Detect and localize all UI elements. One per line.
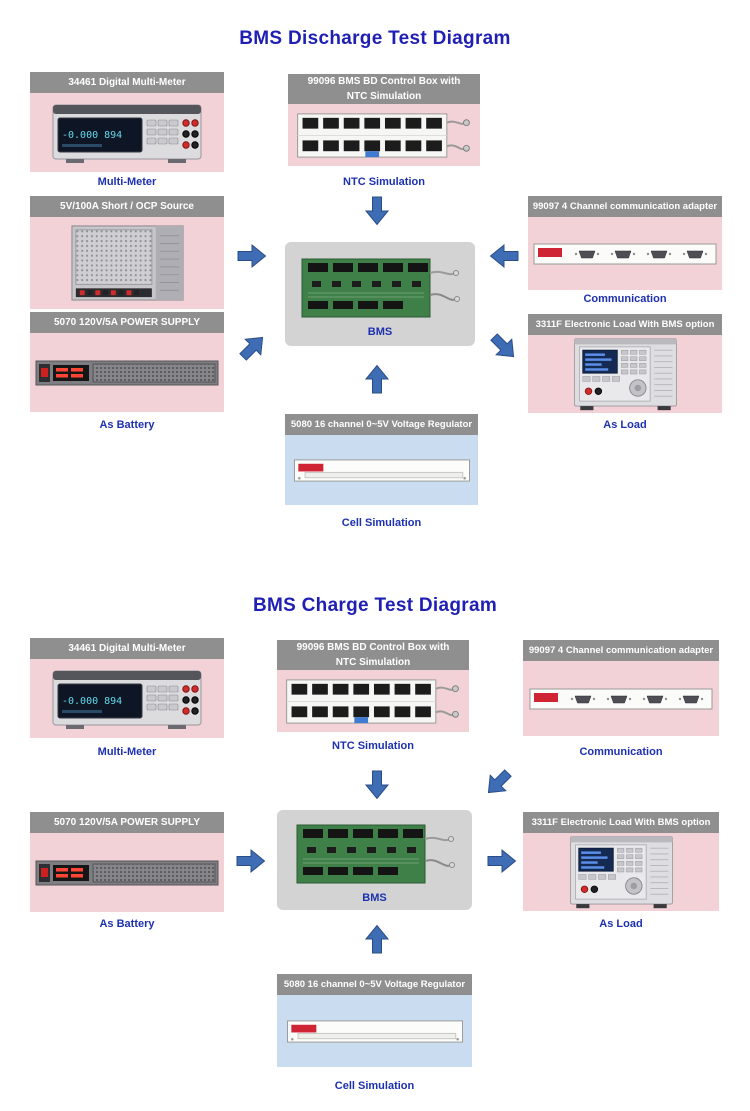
multimeter-image: [52, 102, 202, 164]
load-header: 3311F Electronic Load With BMS option: [528, 314, 722, 335]
card-battery-charge: 5070 120V/5A POWER SUPPLY: [30, 812, 224, 912]
power-supply-image: [35, 858, 219, 888]
multimeter-header: 34461 Digital Multi-Meter: [30, 638, 224, 659]
card-multimeter-charge: 34461 Digital Multi-Meter: [30, 638, 224, 738]
card-ntc-discharge: 99096 BMS BD Control Box with NTC Simula…: [288, 74, 480, 166]
comm-header: 99097 4 Channel communication adapter: [523, 640, 719, 661]
comm-adapter-image: [529, 685, 713, 713]
ntc-board-image: [296, 109, 472, 162]
arrow-battery-to-bms-discharge: [233, 327, 273, 367]
arrow-comm-to-bms-charge: [478, 763, 518, 803]
card-comm-charge: 99097 4 Channel communication adapter: [523, 640, 719, 736]
cellsim-header: 5080 16 channel 0~5V Voltage Regulator: [277, 974, 472, 995]
card-load-discharge: 3311F Electronic Load With BMS option: [528, 314, 722, 413]
ntc-board-image: [285, 675, 461, 728]
arrow-cellsim-to-bms-charge: [364, 924, 390, 954]
bms-label-charge: BMS: [362, 891, 387, 904]
card-bms-charge: BMS: [277, 810, 472, 910]
arrow-ntc-to-bms-discharge: [364, 196, 390, 226]
comm-header: 99097 4 Channel communication adapter: [528, 196, 722, 217]
caption-comm-charge: Communication: [579, 746, 663, 758]
card-battery-discharge: 5070 120V/5A POWER SUPPLY: [30, 312, 224, 412]
bms-board-image: [300, 251, 460, 323]
card-ocp-discharge: 5V/100A Short / OCP Source: [30, 196, 224, 309]
caption-ntc-charge: NTC Simulation: [332, 740, 414, 752]
comm-adapter-image: [533, 240, 717, 268]
load-body: [523, 833, 719, 911]
caption-comm-discharge: Communication: [583, 293, 667, 305]
card-load-charge: 3311F Electronic Load With BMS option: [523, 812, 719, 911]
power-supply-image: [35, 358, 219, 388]
battery-header: 5070 120V/5A POWER SUPPLY: [30, 812, 224, 833]
ntc-body: [277, 670, 469, 732]
cellsim-header: 5080 16 channel 0~5V Voltage Regulator: [285, 414, 478, 435]
ntc-header: 99096 BMS BD Control Box with NTC Simula…: [288, 74, 480, 104]
card-bms-discharge: BMS: [285, 242, 475, 346]
card-multimeter-discharge: 34461 Digital Multi-Meter: [30, 72, 224, 172]
arrow-cellsim-to-bms-discharge: [364, 364, 390, 394]
arrow-bms-to-load-discharge: [484, 327, 524, 367]
arrow-bms-to-load-charge: [487, 848, 517, 874]
cellsim-body: [285, 435, 478, 505]
caption-ntc-discharge: NTC Simulation: [343, 176, 425, 188]
caption-multimeter-charge: Multi-Meter: [97, 746, 157, 758]
caption-battery-charge: As Battery: [99, 918, 155, 930]
battery-body: [30, 833, 224, 912]
ocp-header: 5V/100A Short / OCP Source: [30, 196, 224, 217]
card-comm-discharge: 99097 4 Channel communication adapter: [528, 196, 722, 290]
arrow-ocp-to-bms-discharge: [237, 243, 267, 269]
comm-body: [528, 217, 722, 290]
electronic-load-image: [568, 835, 675, 909]
card-ntc-charge: 99096 BMS BD Control Box with NTC Simula…: [277, 640, 469, 732]
multimeter-body: [30, 93, 224, 172]
load-body: [528, 335, 722, 413]
charge-title: BMS Charge Test Diagram: [252, 595, 498, 616]
card-cellsim-charge: 5080 16 channel 0~5V Voltage Regulator: [277, 974, 472, 1067]
caption-load-charge: As Load: [599, 918, 643, 930]
battery-header: 5070 120V/5A POWER SUPPLY: [30, 312, 224, 333]
voltage-regulator-image: [292, 458, 472, 483]
arrow-ntc-to-bms-charge: [364, 770, 390, 800]
caption-load-discharge: As Load: [603, 419, 647, 431]
bms-board-image: [295, 817, 455, 889]
multimeter-image: [52, 668, 202, 730]
caption-cellsim-discharge: Cell Simulation: [341, 517, 422, 529]
caption-cellsim-charge: Cell Simulation: [334, 1080, 415, 1092]
discharge-title: BMS Discharge Test Diagram: [239, 28, 511, 49]
voltage-regulator-image: [285, 1019, 465, 1044]
cellsim-body: [277, 995, 472, 1067]
card-cellsim-discharge: 5080 16 channel 0~5V Voltage Regulator: [285, 414, 478, 505]
multimeter-body: [30, 659, 224, 738]
bms-label-discharge: BMS: [367, 325, 393, 338]
ntc-body: [288, 104, 480, 166]
battery-body: [30, 333, 224, 412]
multimeter-header: 34461 Digital Multi-Meter: [30, 72, 224, 93]
electronic-load-image: [572, 337, 679, 411]
arrow-battery-to-bms-charge: [236, 848, 266, 874]
arrow-comm-to-bms-discharge: [489, 243, 519, 269]
ntc-header: 99096 BMS BD Control Box with NTC Simula…: [277, 640, 469, 670]
ocp-body: [30, 217, 224, 309]
caption-battery-discharge: As Battery: [99, 419, 155, 431]
ocp-source-image: [70, 224, 185, 302]
comm-body: [523, 661, 719, 736]
load-header: 3311F Electronic Load With BMS option: [523, 812, 719, 833]
caption-multimeter-discharge: Multi-Meter: [97, 176, 157, 188]
